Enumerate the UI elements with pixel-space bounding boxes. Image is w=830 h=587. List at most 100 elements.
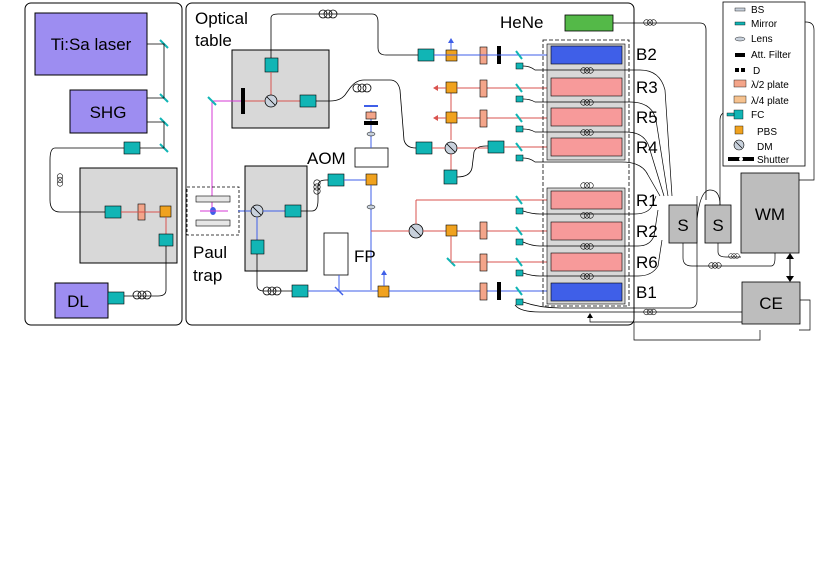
legend-shutter: Shutter — [757, 155, 790, 166]
dl-box — [54, 282, 109, 319]
r3-half-wave — [479, 79, 488, 98]
cell-r6 — [550, 252, 623, 272]
b1-half-wave — [479, 282, 488, 301]
legend-att-filter: Att. Filter — [751, 50, 792, 61]
r4-fc-in — [415, 141, 433, 155]
cell-b2 — [550, 45, 623, 65]
top-fc-1 — [264, 57, 279, 73]
channel-label-r4: R4 — [636, 138, 658, 157]
fp-pbs — [377, 285, 390, 298]
r3-pbs — [445, 81, 458, 94]
legend-fc: FC — [751, 110, 764, 121]
legend-d: D — [753, 66, 760, 77]
shg-box — [69, 89, 148, 134]
laser-panel — [24, 2, 183, 326]
optical-table-label-2: table — [195, 31, 232, 50]
middle-fiber-up — [301, 179, 328, 212]
b1-filter — [497, 282, 501, 300]
channel-pickoffs — [515, 50, 524, 306]
dl-label: DL — [67, 292, 89, 311]
cells — [550, 45, 623, 302]
breadboard-fc-1 — [104, 205, 122, 219]
channel-label-r2: R2 — [636, 222, 658, 241]
middle-fc-1 — [284, 204, 302, 218]
r4-fc-down — [443, 169, 458, 185]
ce-label: CE — [759, 294, 783, 313]
r4-fc-out — [487, 140, 505, 154]
legend-half-wave: λ/2 plate — [751, 80, 789, 91]
middle-breadboard — [244, 165, 308, 272]
cell-r1 — [550, 190, 623, 210]
aom-lens-1 — [366, 131, 376, 137]
r5-pbs — [445, 111, 458, 124]
legend-dm: DM — [757, 142, 773, 153]
aom-label: AOM — [307, 149, 346, 168]
cell-r2 — [550, 221, 623, 241]
cell-r5 — [550, 107, 623, 127]
legend-bs: BS — [751, 5, 765, 16]
b2-fc — [417, 48, 435, 62]
shg-beam — [140, 121, 165, 149]
top-fc-2 — [299, 94, 317, 108]
cell-r3 — [550, 77, 623, 97]
cell-r4 — [550, 137, 623, 157]
switch-fibers — [522, 65, 698, 309]
paul-trap-bottom-electrode — [195, 219, 231, 227]
switch-1 — [668, 204, 698, 244]
channel-label-r3: R3 — [636, 78, 658, 97]
r2-pbs — [445, 224, 458, 237]
aom-fc — [327, 173, 345, 187]
bottom-fc — [291, 284, 309, 298]
tisa-laser-label: Ti:Sa laser — [51, 35, 132, 54]
shg-fiber-coil — [56, 173, 64, 187]
channel-label-b2: B2 — [636, 45, 657, 64]
legend-mirror: Mirror — [751, 19, 778, 30]
aom-half-wave — [365, 111, 377, 120]
wm-label: WM — [755, 205, 785, 224]
fp-box — [323, 232, 349, 276]
switch-2-label: S — [712, 216, 723, 235]
cell-b1 — [550, 282, 623, 302]
hene-laser — [564, 14, 614, 32]
middle-fiber-down — [256, 254, 292, 292]
r2-half-wave — [479, 221, 488, 240]
top-aperture — [241, 88, 245, 114]
optical-table-panel — [185, 2, 635, 326]
optical-table-label-1: Optical — [195, 9, 248, 28]
aom-lens-2 — [366, 204, 376, 210]
top-breadboard — [231, 49, 330, 129]
cell-stack-frame — [542, 39, 630, 307]
tisa-beam — [147, 43, 165, 99]
shg-label: SHG — [90, 103, 127, 122]
top-fiber-2 — [316, 79, 417, 149]
dl-fiber — [124, 246, 167, 297]
dl-fiber-coupler — [107, 291, 125, 305]
legend-lens: Lens — [751, 34, 773, 45]
switch-1-label: S — [677, 216, 688, 235]
r6-half-wave — [479, 253, 488, 272]
legend-symbols — [726, 7, 754, 161]
channel-label-r5: R5 — [636, 108, 658, 127]
paul-trap-label-2: trap — [193, 266, 222, 285]
legend-quarter-wave: λ/4 plate — [751, 96, 789, 107]
paul-trap-label-1: Paul — [193, 243, 227, 262]
shg-fiber — [49, 147, 124, 213]
dl-fiber-coil — [132, 290, 152, 300]
wm-box — [740, 172, 800, 254]
middle-fc-2 — [250, 239, 265, 255]
tisa-laser-box — [34, 12, 148, 76]
channel-label-b1: B1 — [636, 283, 657, 302]
fp-label: FP — [354, 247, 376, 266]
breadboard-fc-2 — [158, 233, 174, 247]
breadboard-pbs — [159, 205, 172, 218]
aom-pbs — [365, 173, 378, 186]
top-fiber-1 — [270, 13, 418, 58]
legend-pbs: PBS — [757, 127, 777, 138]
aom-box — [354, 147, 389, 168]
top-fiber-coil-2 — [352, 83, 372, 93]
r5-half-wave — [479, 109, 488, 128]
paul-trap-top-electrode — [195, 195, 231, 203]
channel-label-r6: R6 — [636, 253, 658, 272]
hene-label: HeNe — [500, 13, 543, 32]
